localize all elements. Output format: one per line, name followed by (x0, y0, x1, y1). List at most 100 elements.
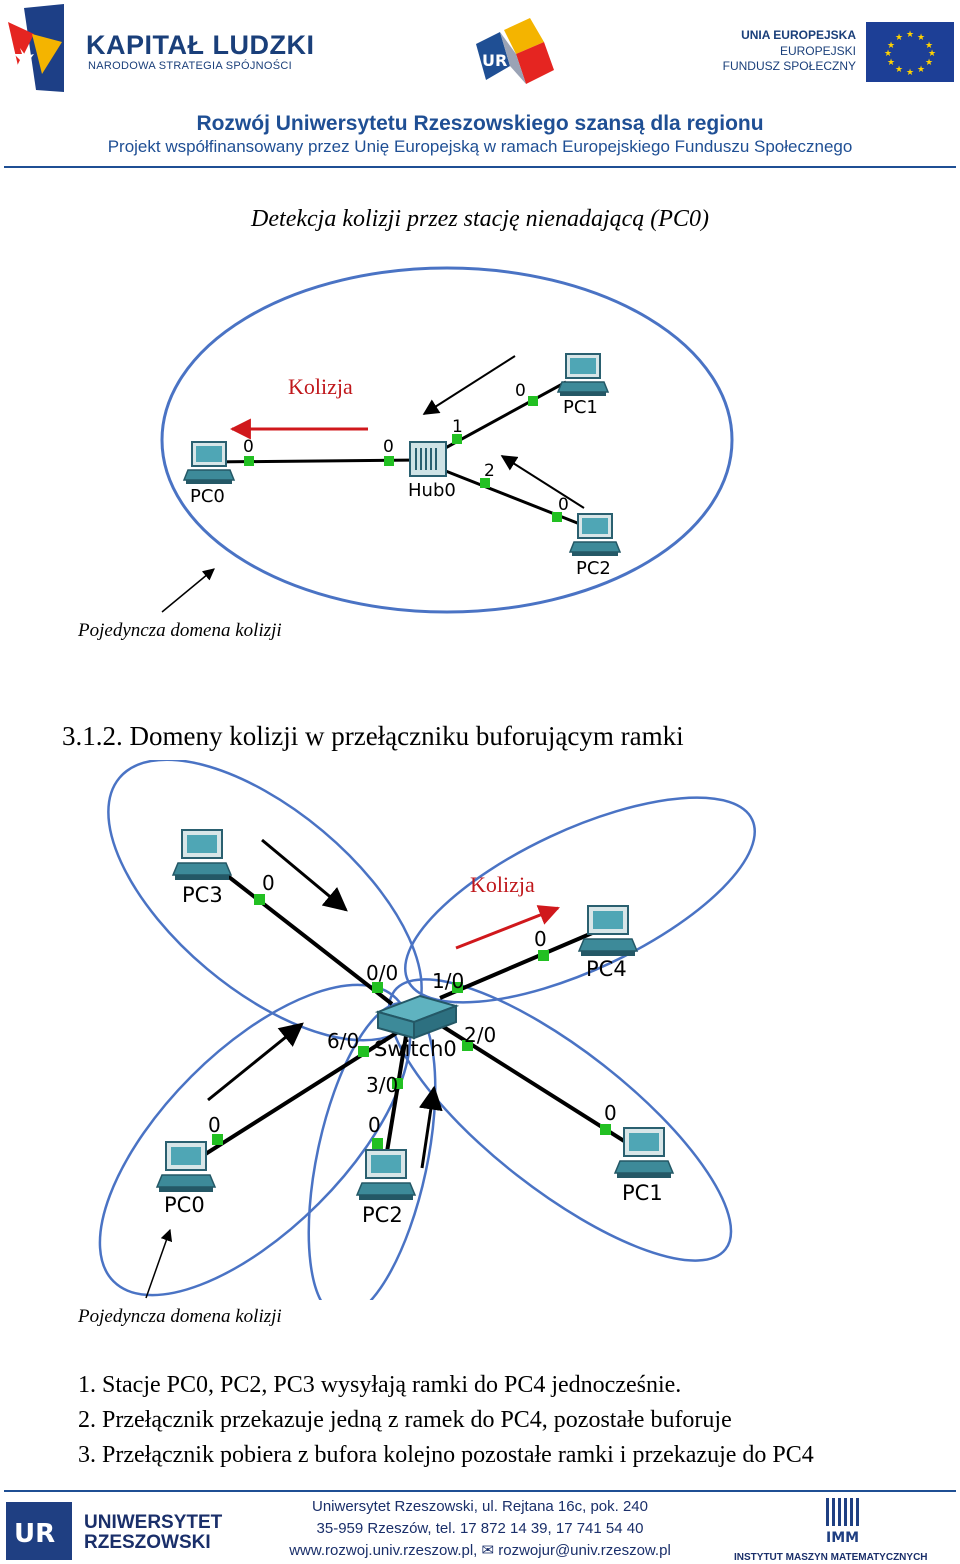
pc0-label: PC0 (190, 486, 225, 507)
svg-text:★: ★ (925, 58, 933, 68)
domain-ellipse-pc1 (387, 978, 733, 1262)
port-label-sw-pc3: 0/0 (366, 961, 398, 985)
svg-text:★: ★ (906, 68, 914, 78)
pc4-icon[interactable] (578, 905, 638, 957)
port-label-pc2: 0 (558, 495, 569, 515)
frame-arrow-pc1 (422, 355, 516, 415)
svg-text:★: ★ (887, 58, 895, 68)
svg-text:★: ★ (884, 49, 892, 59)
banner-title: Rozwój Uniwersytetu Rzeszowskiego szansą… (196, 112, 764, 135)
list-item: 1. Stacje PC0, PC2, PC3 wysyłają ramki d… (78, 1368, 958, 1403)
pc1-icon[interactable] (614, 1127, 674, 1179)
svg-text:★: ★ (895, 33, 903, 43)
university-cube-logo-icon: UR (476, 18, 554, 84)
domain-pointer-arrow (161, 568, 215, 613)
port-dot (552, 512, 562, 522)
svg-text:★: ★ (925, 41, 933, 51)
svg-text:★: ★ (917, 33, 925, 43)
port-label-pc2: 0 (368, 1113, 381, 1137)
footer-address2: 35-959 Rzeszów, tel. 17 872 14 39, 17 74… (316, 1520, 644, 1537)
port-dot (528, 396, 538, 406)
port-dot (372, 982, 383, 993)
svg-text:★: ★ (917, 65, 925, 75)
pc1-icon[interactable] (557, 353, 609, 397)
collision-domain-ellipse (160, 266, 734, 614)
eu-line2: FUNDUSZ SPOŁECZNY (722, 59, 856, 73)
figure2-domain-label: Pojedyncza domena kolizji (78, 1306, 282, 1327)
port-dot (452, 982, 463, 993)
svg-text:UR: UR (14, 1519, 55, 1549)
pc3-label: PC3 (182, 883, 223, 907)
frame-arrow-pc3 (261, 838, 348, 912)
port-label-pc1: 0 (604, 1101, 617, 1125)
imm-subtitle: INSTYTUT MASZYN MATEMATYCZNYCH (734, 1552, 928, 1563)
email-link[interactable]: rozwojur@univ.rzeszow.pl (498, 1542, 671, 1559)
header-divider (4, 166, 956, 168)
port-dot (392, 1078, 403, 1089)
website-link[interactable]: www.rozwoj.univ.rzeszow.pl, (289, 1542, 478, 1559)
page-header: KAPITAŁ LUDZKI NARODOWA STRATEGIA SPÓJNO… (0, 0, 960, 172)
svg-text:★: ★ (895, 65, 903, 75)
envelope-icon: ✉ (481, 1542, 495, 1559)
port-dot (480, 478, 490, 488)
hub-icon[interactable] (409, 441, 447, 477)
port-dot (212, 1134, 223, 1145)
collision-label: Kolizja (288, 374, 353, 399)
pc4-label: PC4 (586, 957, 627, 981)
port-label-hub-pc0: 0 (383, 437, 394, 457)
port-label-pc3: 0 (262, 871, 275, 895)
port-label-hub-pc1: 1 (452, 417, 463, 437)
pc2-label: PC2 (362, 1203, 403, 1227)
collision-arrow (455, 905, 560, 950)
frame-arrow-pc2 (418, 1085, 443, 1169)
port-dot (372, 1138, 383, 1149)
pc1-label: PC1 (622, 1181, 663, 1205)
switch-label: Switch0 (374, 1037, 457, 1061)
footer-uni-line1: UNIWERSYTET (84, 1512, 223, 1533)
pc3-icon[interactable] (172, 829, 232, 881)
domain-ellipse-pc4 (404, 796, 756, 1004)
domain-ellipse-pc0 (98, 983, 412, 1297)
footer-divider (4, 1490, 956, 1492)
port-label-pc4: 0 (534, 927, 547, 951)
port-dot (600, 1124, 611, 1135)
pc2-icon[interactable] (569, 513, 621, 557)
port-label-sw-pc4: 1/0 (432, 969, 464, 993)
kapital-ludzki-logo-icon (8, 4, 64, 92)
link-switch-pc2 (382, 1035, 408, 1171)
port-dot (358, 1046, 369, 1057)
port-dot (384, 456, 394, 466)
list-item-number: 3. (78, 1442, 96, 1468)
link-pc3-switch (218, 868, 394, 1006)
ur-emblem-icon: UR (6, 1502, 72, 1560)
list-item: 2. Przełącznik przekazuje jedną z ramek … (78, 1403, 958, 1438)
port-dot (462, 1040, 473, 1051)
frame-arrow-pc0 (207, 1022, 304, 1102)
link-hub-pc2 (437, 466, 591, 530)
pc0-icon[interactable] (156, 1141, 216, 1193)
footer-uni-line2: RZESZOWSKI (84, 1532, 211, 1553)
pc2-icon[interactable] (356, 1149, 416, 1201)
figure1-hub-diagram: PC0 Hub0 PC1 PC2 0 0 1 2 0 0 Kolizja (160, 266, 734, 614)
port-dot (452, 434, 462, 444)
port-label-pc1: 0 (515, 381, 526, 401)
eu-line1: EUROPEJSKI (779, 44, 856, 58)
imm-logo-icon: IMM (826, 1498, 859, 1546)
svg-text:★: ★ (928, 49, 936, 59)
pc0-icon[interactable] (183, 441, 235, 485)
figure2-switch-diagram: PC3 PC4 Switch0 PC0 PC2 PC1 0 0/0 1/0 0 … (98, 760, 756, 1300)
pc0-label: PC0 (164, 1193, 205, 1217)
kapital-ludzki-title: KAPITAŁ LUDZKI (86, 30, 315, 60)
list-item: 3. Przełącznik pobiera z bufora kolejno … (78, 1438, 958, 1473)
collision-label: Kolizja (470, 872, 535, 897)
section-heading: 3.1.2. Domeny kolizji w przełączniku buf… (62, 721, 684, 751)
port-label-pc0: 0 (208, 1113, 221, 1137)
svg-text:★: ★ (906, 30, 914, 40)
eu-flag-icon: ★★★ ★★★ ★★★ ★★★ (866, 22, 954, 82)
port-dot (538, 950, 549, 961)
switch-icon[interactable] (374, 994, 460, 1040)
pc1-label: PC1 (563, 397, 598, 418)
port-label-pc0: 0 (243, 437, 254, 457)
port-label-sw-pc2: 3/0 (366, 1073, 398, 1097)
page-footer: UR UNIWERSYTET RZESZOWSKI Uniwersytet Rz… (0, 1494, 960, 1564)
